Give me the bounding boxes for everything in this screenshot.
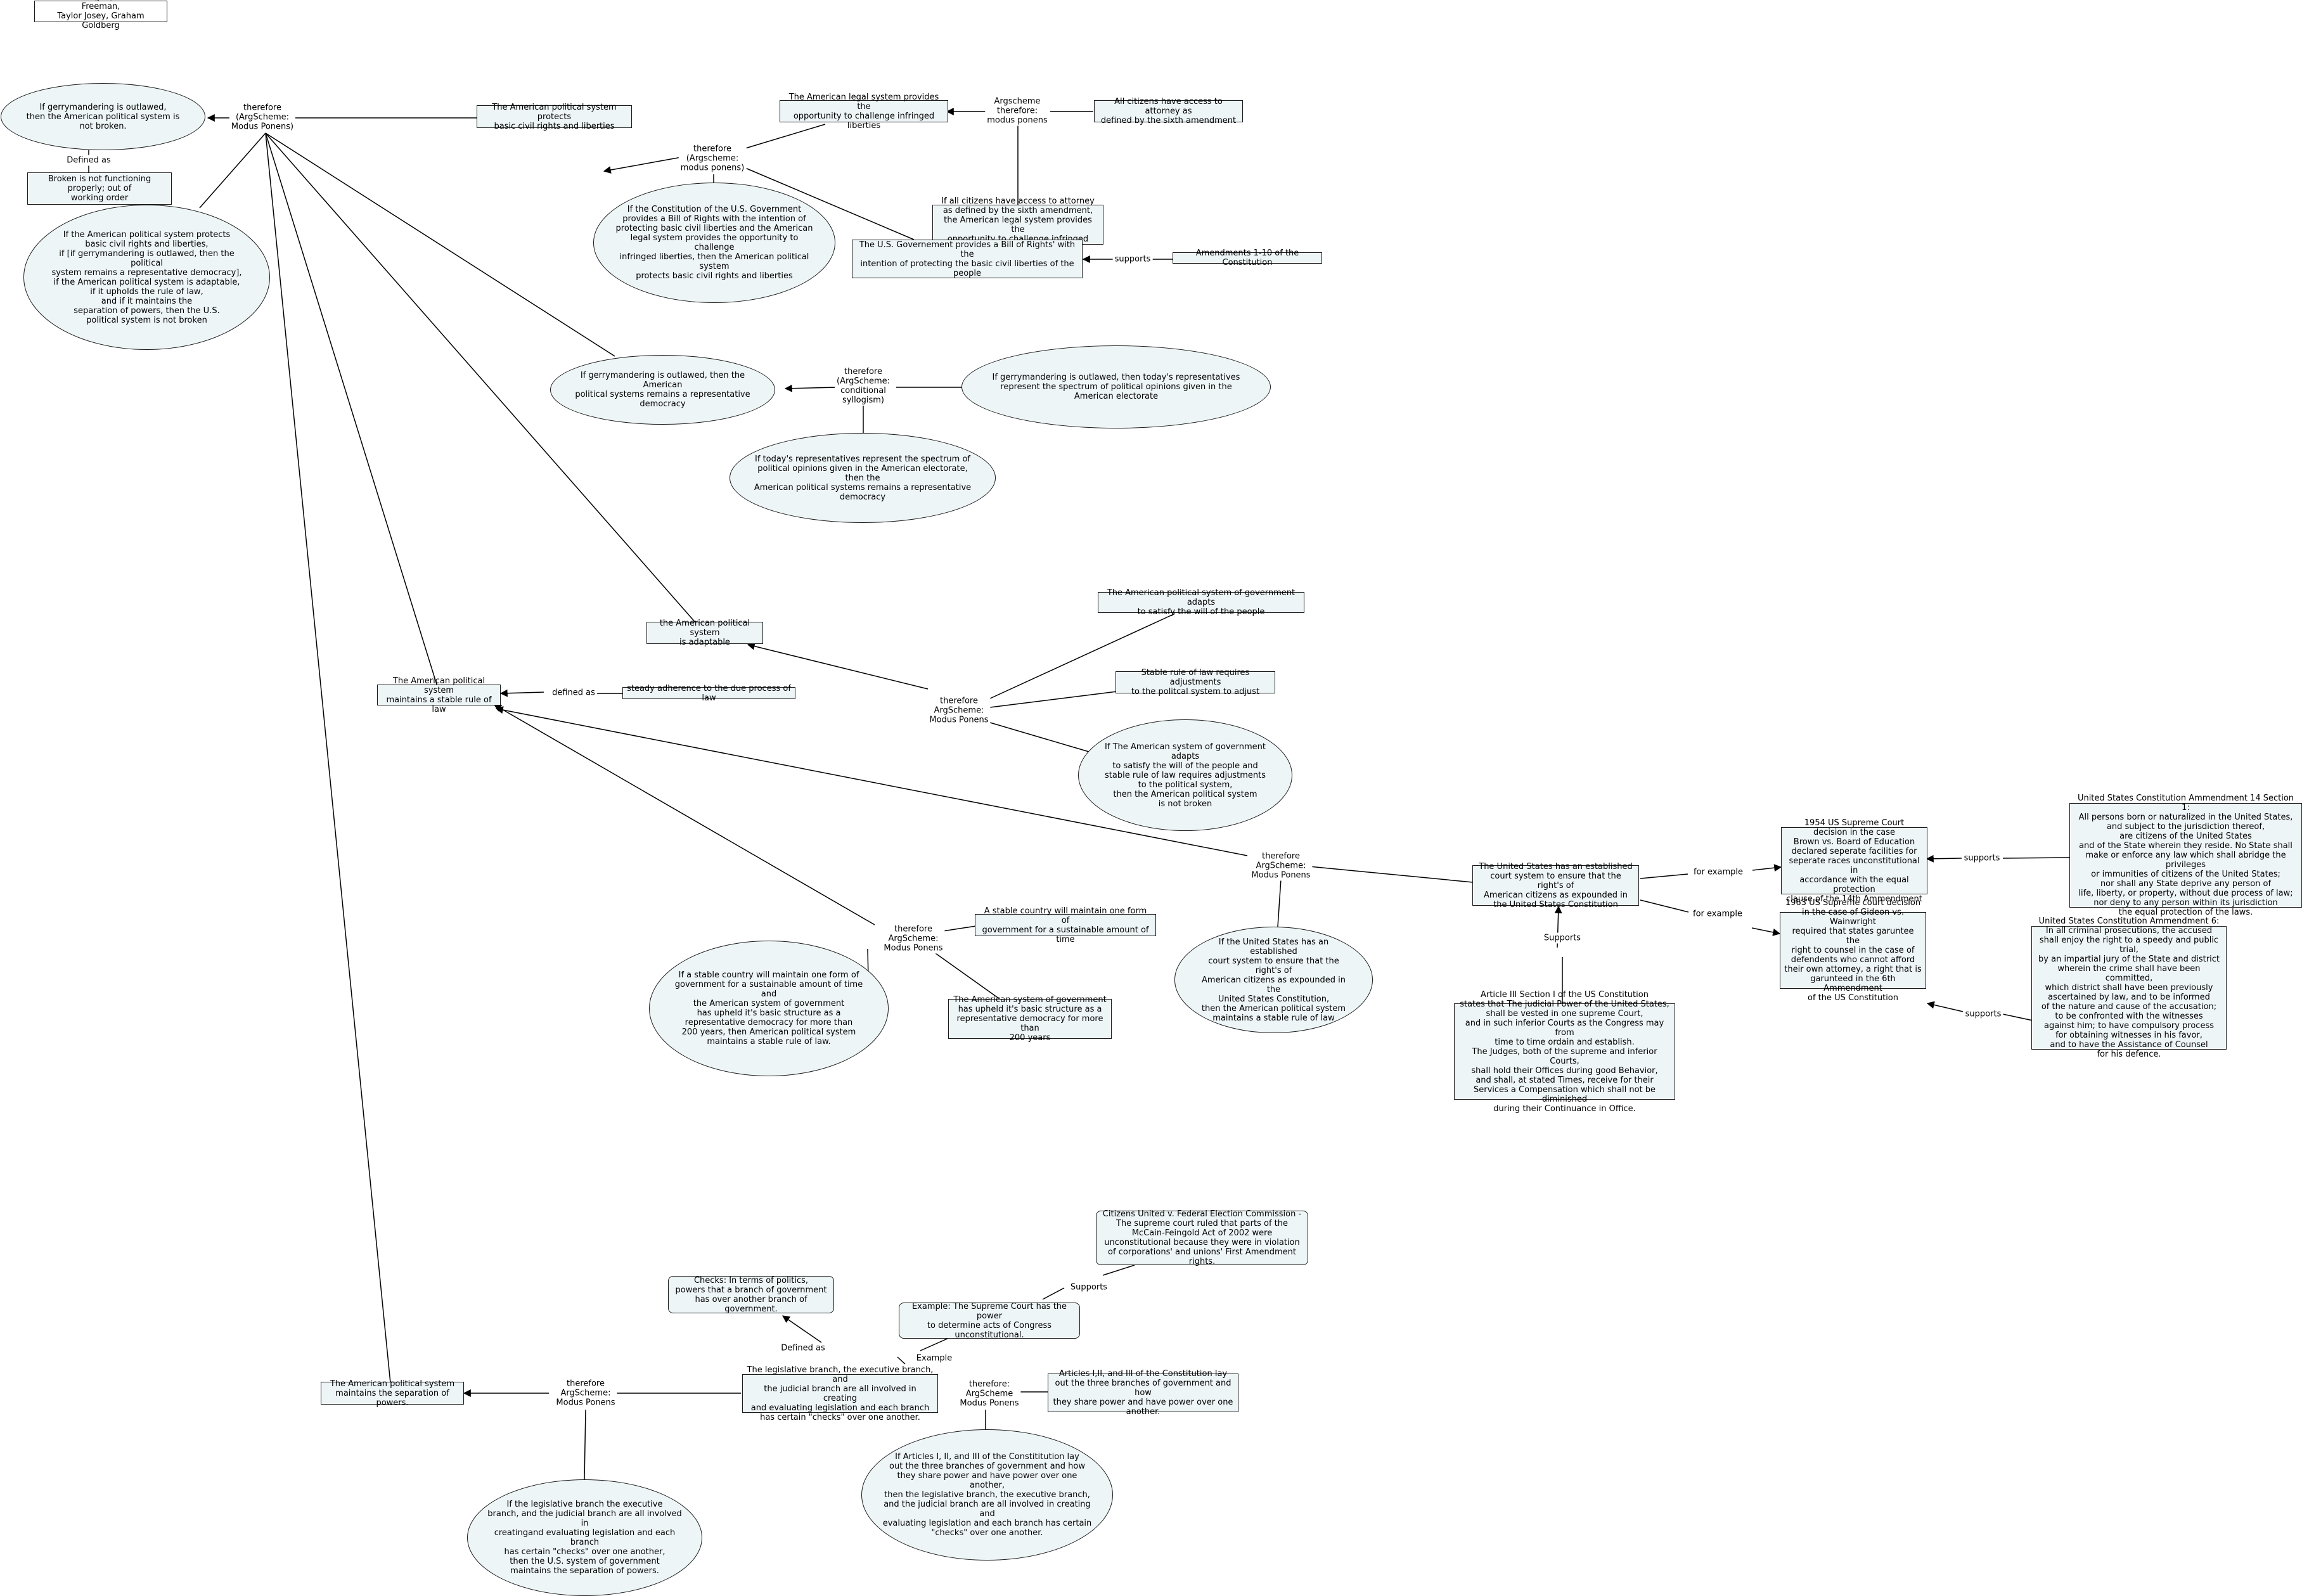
- label-supports-amendment-14: supports: [1962, 853, 2002, 864]
- authors-box[interactable]: Aaron Morgan, Caroline Freeman, Taylor J…: [34, 0, 167, 30]
- node-if-adapts[interactable]: If The American system of government ada…: [1078, 719, 1292, 831]
- label-therefore-separation: therefore ArgScheme: Modus Ponens: [554, 1378, 617, 1408]
- label-for-example-gideon: for example: [1691, 908, 1744, 920]
- label-defined-as-checks: Defined as: [779, 1342, 827, 1354]
- node-gerrymander-spectrum[interactable]: If gerrymandering is outlawed, then toda…: [961, 345, 1271, 428]
- node-stable-rule-of-law[interactable]: The American political system maintains …: [377, 676, 501, 714]
- node-upheld-200-years[interactable]: The American system of government has up…: [948, 995, 1112, 1043]
- node-brown-v-board[interactable]: 1954 US Supreme Court decision in the ca…: [1781, 818, 1927, 904]
- node-if-constitution-bill-of-rights[interactable]: If the Constitution of the U.S. Governme…: [593, 183, 835, 303]
- node-main-conditional[interactable]: If the American political system protect…: [23, 205, 270, 350]
- node-stable-rule-adjustments[interactable]: Stable rule of law requires adjustments …: [1116, 668, 1275, 697]
- node-if-attorney-access[interactable]: If all citizens have access to attorney …: [932, 196, 1103, 254]
- label-argscheme-attorney: Argscheme therefore: modus ponens: [985, 96, 1050, 126]
- node-citizens-united[interactable]: Citizens United v. Federal Election Comm…: [1096, 1209, 1308, 1266]
- label-defined-as-due-process: defined as: [550, 687, 597, 698]
- node-if-legislative[interactable]: If the legislative branch the executive …: [467, 1479, 702, 1596]
- label-for-example-brown: for example: [1692, 866, 1745, 878]
- label-example: Example: [914, 1353, 955, 1364]
- node-checks-definition[interactable]: Checks: In terms of politics, powers tha…: [668, 1276, 834, 1314]
- label-therefore-syllogism: therefore (ArgScheme: conditional syllog…: [834, 366, 892, 406]
- node-protects-civil-rights[interactable]: The American political system protects b…: [477, 103, 632, 131]
- label-defined-as-broken: Defined as: [65, 155, 113, 166]
- node-broken-definition[interactable]: Broken is not functioning properly; out …: [27, 172, 172, 205]
- node-spectrum-conditional[interactable]: If today's representatives represent the…: [730, 433, 996, 523]
- label-therefore-rights: therefore (Argscheme: modus ponens): [678, 143, 747, 174]
- label-therefore-court: therefore ArgScheme: Modus Ponens: [1249, 851, 1313, 881]
- label-supports-amendments: supports: [1112, 254, 1153, 265]
- node-if-stable-country[interactable]: If a stable country will maintain one fo…: [649, 941, 889, 1076]
- node-gideon[interactable]: 1963 US Supreme court decision in the ca…: [1780, 898, 1926, 1003]
- label-therefore-main: therefore (ArgScheme: Modus Ponens): [229, 102, 296, 132]
- node-if-court-system[interactable]: If the United States has an established …: [1174, 927, 1373, 1033]
- node-gerrymander-not-broken[interactable]: If gerrymandering is outlawed, then the …: [1, 83, 205, 150]
- node-system-adaptable[interactable]: the American political system is adaptab…: [646, 619, 763, 647]
- node-adapts-to-will[interactable]: The American political system of governm…: [1098, 588, 1304, 617]
- label-supports-citizens-united: Supports: [1068, 1282, 1110, 1293]
- label-supports-article-3: Supports: [1541, 932, 1583, 944]
- node-court-system[interactable]: The United States has an established cou…: [1472, 862, 1639, 910]
- label-therefore-articles: therefore: ArgScheme Modus Ponens: [958, 1379, 1021, 1409]
- node-bill-of-rights[interactable]: The U.S. Governement provides a Bill of …: [852, 240, 1083, 278]
- node-amendment-6[interactable]: United States Constitution Ammendment 6:…: [2031, 917, 2227, 1059]
- node-branches-checks[interactable]: The legislative branch, the executive br…: [742, 1365, 938, 1422]
- label-therefore-adaptable: therefore ArgScheme: Modus Ponens: [927, 695, 991, 726]
- node-articles-1-2-3[interactable]: Articles I,II, and III of the Constituti…: [1048, 1369, 1238, 1417]
- label-therefore-stable-country: therefore ArgScheme: Modus Ponens: [882, 923, 945, 954]
- node-article-3[interactable]: Article III Section I of the US Constitu…: [1454, 990, 1675, 1114]
- label-supports-amendment-6: supports: [1963, 1008, 2003, 1020]
- node-amendments-1-10[interactable]: Amendments 1-10 of the Constitution: [1173, 248, 1322, 267]
- node-if-articles[interactable]: If Articles I, II, and III of the Consti…: [861, 1429, 1113, 1561]
- node-attorney-access[interactable]: All citizens have access to attorney as …: [1094, 97, 1243, 125]
- node-amendment-14[interactable]: United States Constitution Ammendment 14…: [2069, 794, 2302, 917]
- node-separation-of-powers[interactable]: The American political system maintains …: [321, 1379, 464, 1408]
- node-gerrymander-rep-democracy[interactable]: If gerrymandering is outlawed, then the …: [550, 355, 775, 425]
- node-example-supreme-court[interactable]: Example: The Supreme Court has the power…: [899, 1302, 1080, 1340]
- node-stable-country[interactable]: A stable country will maintain one form …: [975, 906, 1156, 944]
- node-due-process[interactable]: steady adherence to the due process of l…: [622, 684, 795, 703]
- node-legal-system-opportunity[interactable]: The American legal system provides the o…: [780, 93, 948, 131]
